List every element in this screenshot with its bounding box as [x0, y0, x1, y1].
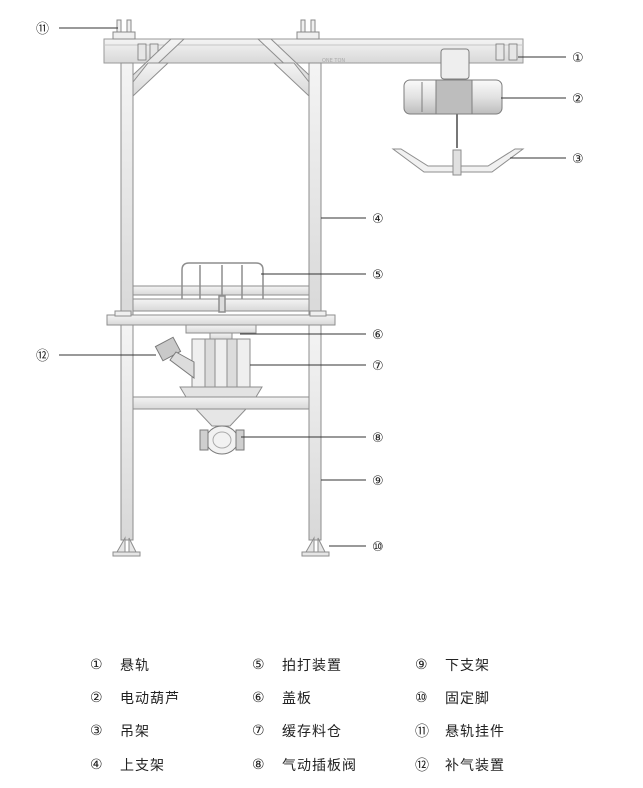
legend-label: 悬轨挂件: [445, 724, 505, 740]
pneumatic-gate-valve: [199, 425, 245, 455]
equipment-diagram: ONE TON: [36, 19, 584, 557]
legend-number: ⑧: [252, 757, 265, 773]
callout-lines: [59, 27, 566, 547]
legend-label: 气动插板阀: [282, 758, 357, 774]
legend-label: 盖板: [282, 691, 312, 707]
legend-item-2: ② 电动葫芦: [90, 687, 180, 709]
callout-8: ⑧: [372, 431, 384, 446]
beam-label: ONE TON: [322, 58, 345, 64]
beating-device: [181, 262, 264, 313]
callout-11: ⑪: [36, 22, 49, 37]
legend-number: ④: [90, 757, 103, 773]
callout-7: ⑦: [372, 359, 384, 374]
legend-number: ⑦: [252, 723, 265, 739]
legend-item-1: ① 悬轨: [90, 654, 150, 676]
callout-12: ⑫: [36, 349, 49, 364]
legend-item-12: ⑫ 补气装置: [415, 754, 505, 776]
buffer-silo: [179, 338, 263, 398]
legend-label: 固定脚: [445, 691, 490, 707]
legend-item-10: ⑩ 固定脚: [415, 687, 490, 709]
hanging-frame: [391, 148, 525, 176]
legend-item-9: ⑨ 下支架: [415, 654, 490, 676]
legend-label: 拍打装置: [282, 658, 342, 674]
callout-6: ⑥: [372, 328, 384, 343]
legend-label: 悬轨: [120, 658, 150, 674]
lower-support-frame: [120, 324, 322, 541]
legend-item-11: ⑪ 悬轨挂件: [415, 720, 505, 742]
air-supplement-device: [154, 336, 195, 379]
cover-plate: [185, 324, 257, 340]
legend-label: 下支架: [445, 658, 490, 674]
legend-number: ⑫: [415, 758, 429, 774]
legend-item-4: ④ 上支架: [90, 754, 165, 776]
legend-item-3: ③ 吊架: [90, 720, 150, 742]
legend-item-5: ⑤ 拍打装置: [252, 654, 342, 676]
legend-label: 缓存料仓: [282, 724, 342, 740]
callout-5: ⑤: [372, 268, 384, 283]
legend-number: ①: [90, 657, 103, 673]
fixed-feet: [112, 536, 330, 557]
legend: ① 悬轨 ② 电动葫芦 ③ 吊架 ④ 上支架 ⑤ 拍打装置 ⑥ 盖板 ⑦ 缓存料…: [0, 640, 643, 788]
legend-label: 补气装置: [445, 758, 505, 774]
callout-4: ④: [372, 212, 384, 227]
callout-numbers: ⑪ ① ② ③ ④ ⑤ ⑥ ⑦ ⑫ ⑧ ⑨ ⑩: [36, 22, 584, 555]
legend-number: ③: [90, 723, 103, 739]
legend-number: ⑪: [415, 724, 429, 740]
legend-label: 吊架: [120, 724, 150, 740]
legend-label: 电动葫芦: [120, 691, 180, 707]
legend-number: ⑥: [252, 690, 265, 706]
legend-item-7: ⑦ 缓存料仓: [252, 720, 342, 742]
callout-3: ③: [572, 152, 584, 167]
callout-2: ②: [572, 92, 584, 107]
callout-9: ⑨: [372, 474, 384, 489]
callout-1: ①: [572, 51, 584, 66]
callout-10: ⑩: [372, 540, 384, 555]
rail-hangers: [112, 19, 320, 40]
legend-number: ⑩: [415, 690, 428, 706]
legend-item-6: ⑥ 盖板: [252, 687, 312, 709]
legend-item-8: ⑧ 气动插板阀: [252, 754, 357, 776]
legend-number: ②: [90, 690, 103, 706]
legend-label: 上支架: [120, 758, 165, 774]
electric-hoist: [403, 48, 503, 148]
upper-support-frame: [120, 38, 322, 324]
legend-number: ⑨: [415, 657, 428, 673]
legend-number: ⑤: [252, 657, 265, 673]
